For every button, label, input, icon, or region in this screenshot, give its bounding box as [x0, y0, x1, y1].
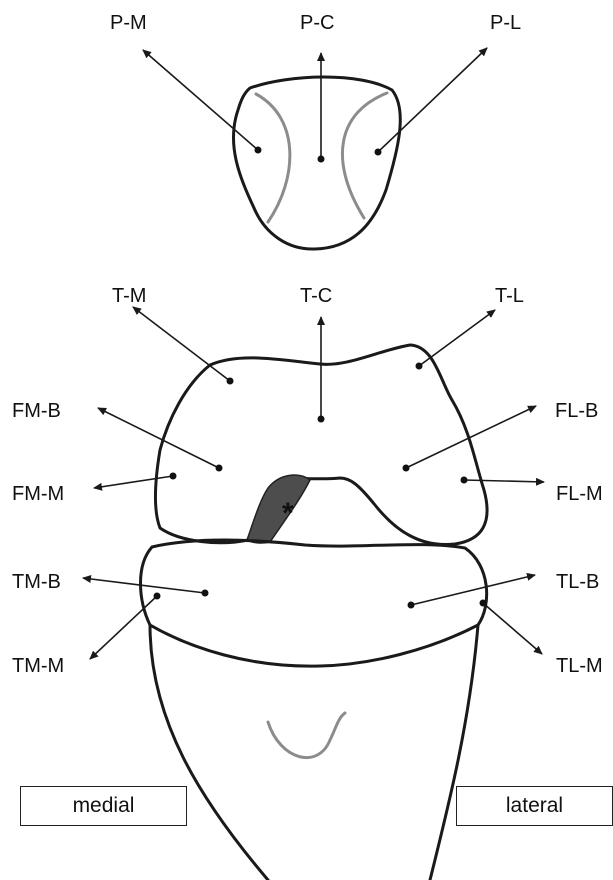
point-tm-b [202, 590, 209, 597]
label-p-l: P-L [490, 12, 521, 34]
tibial-plateau-outline [141, 540, 487, 666]
label-t-c: T-C [300, 285, 332, 307]
point-tl-b [408, 602, 415, 609]
patella-lateral-facet-line [342, 93, 387, 218]
point-t-m [227, 378, 234, 385]
label-tl-m: TL-M [556, 655, 603, 677]
point-t-c [318, 416, 325, 423]
label-fl-b: FL-B [555, 400, 598, 422]
label-t-m: T-M [112, 285, 146, 307]
arrow-tl-m [483, 603, 542, 654]
arrow-tm-m [90, 596, 157, 659]
tibial-shaft-medial-edge [150, 625, 268, 880]
label-fm-b: FM-B [12, 400, 61, 422]
point-p-m [255, 147, 262, 154]
arrow-tl-b [411, 575, 535, 605]
arrows [83, 48, 544, 659]
tibial-tuberosity-line [268, 713, 345, 758]
patella [233, 77, 400, 249]
label-fm-m: FM-M [12, 483, 64, 505]
patella-medial-facet-line [256, 94, 290, 222]
label-tm-m: TM-M [12, 655, 64, 677]
label-tl-b: TL-B [556, 571, 599, 593]
cartilage-lesion-shading [247, 475, 310, 543]
asterisk-marker: * [282, 497, 294, 530]
point-tl-m [480, 600, 487, 607]
arrow-fm-m [94, 476, 173, 488]
tibial-shaft-lateral-edge [430, 625, 478, 880]
lateral-label: lateral [506, 794, 563, 818]
point-fl-b [403, 465, 410, 472]
point-p-c [318, 156, 325, 163]
arrow-t-m [133, 307, 230, 381]
arrow-fl-b [406, 406, 536, 468]
label-p-m: P-M [110, 12, 147, 34]
point-fm-m [170, 473, 177, 480]
arrow-p-l [378, 48, 487, 152]
patella-outline [233, 77, 400, 249]
point-fm-b [216, 465, 223, 472]
label-fl-m: FL-M [556, 483, 603, 505]
lateral-label-box: lateral [456, 786, 613, 826]
arrow-t-l [419, 310, 495, 366]
arrow-tm-b [83, 578, 205, 593]
arrow-fl-m [464, 480, 544, 482]
point-p-l [375, 149, 382, 156]
point-t-l [416, 363, 423, 370]
medial-label: medial [73, 794, 135, 818]
label-t-l: T-L [495, 285, 524, 307]
labels: P-M P-C P-L T-M T-C T-L FM-B FL-B FM-M F… [12, 12, 603, 677]
label-tm-b: TM-B [12, 571, 61, 593]
point-tm-m [154, 593, 161, 600]
label-p-c: P-C [300, 12, 334, 34]
point-fl-m [461, 477, 468, 484]
medial-label-box: medial [20, 786, 187, 826]
